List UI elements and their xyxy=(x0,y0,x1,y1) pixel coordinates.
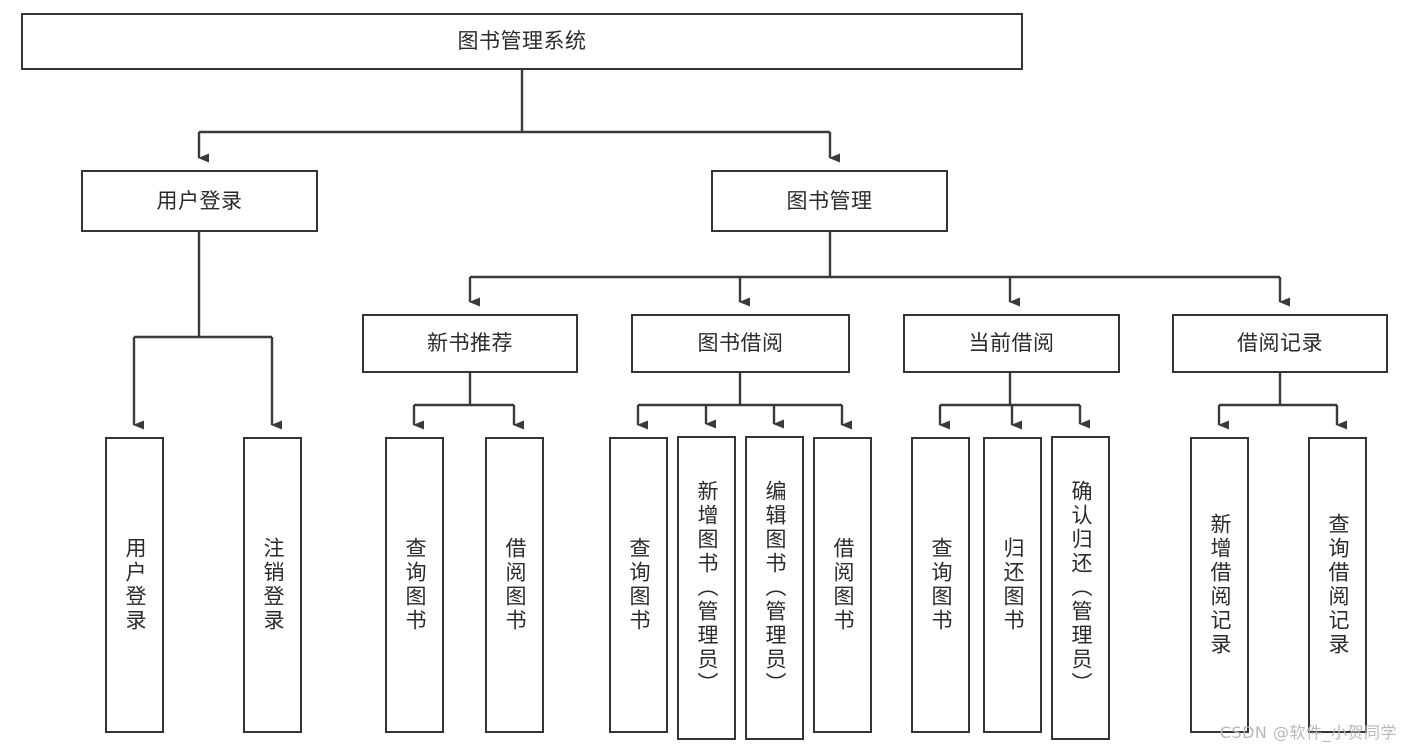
node-leaf-edit-book[interactable]: 编辑图书（管理员） xyxy=(745,436,804,740)
node-label: 新增借阅记录 xyxy=(1208,513,1232,657)
node-label: 当前借阅 xyxy=(968,331,1055,356)
node-label: 查询借阅记录 xyxy=(1326,513,1350,657)
node-leaf-add-book[interactable]: 新增图书（管理员） xyxy=(677,436,736,740)
node-leaf-borrow-book-1[interactable]: 借阅图书 xyxy=(485,437,544,733)
node-book-manage[interactable]: 图书管理 xyxy=(711,170,948,232)
node-leaf-user-login[interactable]: 用户登录 xyxy=(105,437,164,733)
node-current-borrow[interactable]: 当前借阅 xyxy=(903,314,1120,373)
edge-path-group xyxy=(132,70,1347,430)
node-user-login[interactable]: 用户登录 xyxy=(81,170,318,232)
node-label: 借阅记录 xyxy=(1237,331,1323,356)
node-leaf-query-book-3[interactable]: 查询图书 xyxy=(911,437,970,733)
node-label: 用户登录 xyxy=(123,537,147,633)
node-leaf-confirm-return[interactable]: 确认归还（管理员） xyxy=(1051,436,1110,740)
node-leaf-borrow-book-2[interactable]: 借阅图书 xyxy=(813,437,872,733)
node-label: 注销登录 xyxy=(261,537,285,633)
node-leaf-query-book-2[interactable]: 查询图书 xyxy=(609,437,668,733)
node-label: 图书管理 xyxy=(786,188,873,213)
node-label: 图书管理系统 xyxy=(457,29,587,54)
node-label: 编辑图书（管理员） xyxy=(763,480,787,696)
node-leaf-add-record[interactable]: 新增借阅记录 xyxy=(1190,437,1249,733)
node-book-borrow[interactable]: 图书借阅 xyxy=(631,314,850,373)
node-label: 图书借阅 xyxy=(697,331,784,356)
node-label: 查询图书 xyxy=(627,537,651,633)
node-label: 借阅图书 xyxy=(831,537,855,633)
node-leaf-logout[interactable]: 注销登录 xyxy=(243,437,302,733)
node-label: 新书推荐 xyxy=(427,331,513,356)
node-label: 新增图书（管理员） xyxy=(695,480,719,696)
node-label: 查询图书 xyxy=(403,537,427,633)
node-leaf-query-book-1[interactable]: 查询图书 xyxy=(385,437,444,733)
node-label: 用户登录 xyxy=(156,188,243,213)
node-label: 借阅图书 xyxy=(503,537,527,633)
node-label: 归还图书 xyxy=(1001,537,1025,633)
node-leaf-return-book[interactable]: 归还图书 xyxy=(983,437,1042,733)
node-root[interactable]: 图书管理系统 xyxy=(21,13,1023,70)
node-label: 查询图书 xyxy=(929,537,953,633)
node-leaf-query-record[interactable]: 查询借阅记录 xyxy=(1308,437,1367,733)
node-new-book-recommend[interactable]: 新书推荐 xyxy=(362,314,578,373)
node-label: 确认归还（管理员） xyxy=(1069,480,1093,696)
node-borrow-record[interactable]: 借阅记录 xyxy=(1172,314,1388,373)
watermark-text: CSDN @软件_小贺同学 xyxy=(1219,723,1397,742)
